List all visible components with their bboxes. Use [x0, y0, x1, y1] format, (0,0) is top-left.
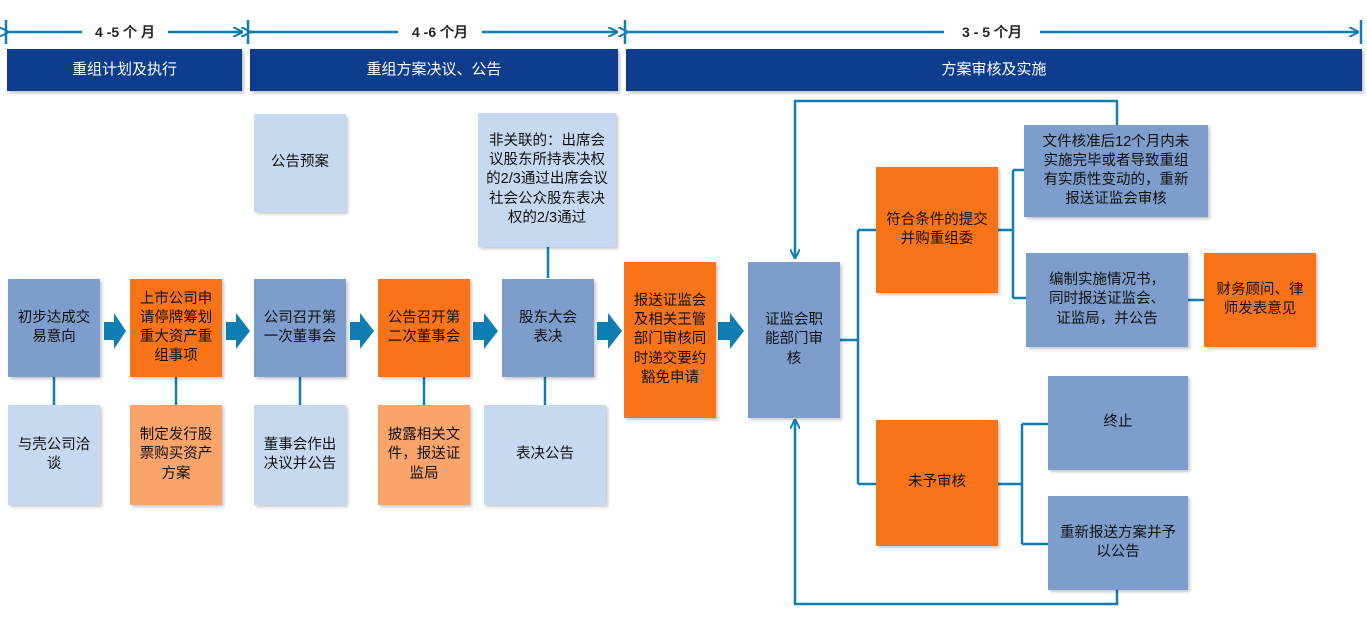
phase-title: 方案审核及实施 [626, 49, 1362, 91]
step-label: 重新报送方案并予以公告 [1060, 524, 1176, 560]
step-resubmit-plan: 重新报送方案并予以公告 [1048, 496, 1188, 590]
phase-duration: 4 -5 个 月 [82, 22, 168, 42]
flow-arrow [104, 313, 126, 349]
step-advisor-opinion: 财务顾问、律师发表意见 [1204, 253, 1316, 347]
phase-title: 重组计划及执行 [7, 49, 242, 91]
step-label: 文件核准后12个月内未实施完毕或者导致重组有实质性变动的，重新报送证监会审核 [1042, 133, 1190, 208]
step-vote-note: 非关联的：出席会议股东所持表决权的2/3通过出席会议社会公众股东表决权的2/3通… [478, 113, 616, 247]
step-label: 编制实施情况书，同时报送证监会、证监局，并公告 [1049, 272, 1165, 327]
step-initial-intent: 初步达成交易意向 [8, 279, 100, 377]
step-label: 公司召开第一次董事会 [263, 309, 337, 345]
step-board-resolution: 董事会作出决议并公告 [254, 405, 346, 505]
step-vote-announce: 表决公告 [484, 405, 606, 505]
flow-arrow [718, 313, 744, 349]
step-label: 非关联的：出席会议股东所持表决权的2/3通过出席会议社会公众股东表决权的2/3通… [486, 133, 608, 226]
step-negotiate-shell: 与壳公司洽谈 [8, 405, 100, 505]
step-label: 股东大会表决 [519, 309, 577, 345]
step-qualified: 符合条件的提交并购重组委 [876, 167, 998, 293]
step-label: 证监会职能部门审核 [765, 312, 823, 367]
step-first-board: 公司召开第一次董事会 [254, 279, 346, 377]
step-submit-csrc: 报送证监会及相关王管部门审核同时递交要约豁免申请 [624, 262, 716, 418]
step-label: 公告预案 [271, 154, 329, 171]
step-announce-plan: 公告预案 [254, 114, 346, 212]
flow-arrow [597, 313, 622, 349]
step-label: 报送证监会及相关王管部门审核同时递交要约豁免申请 [633, 293, 707, 386]
step-draft-plan: 制定发行股票购买资产方案 [130, 405, 222, 505]
step-label: 初步达成交易意向 [17, 309, 91, 345]
phase-duration: 4 -6 个月 [398, 22, 482, 42]
step-label: 董事会作出决议并公告 [263, 436, 337, 472]
step-terminate: 终止 [1048, 376, 1188, 470]
step-label: 财务顾问、律师发表意见 [1216, 281, 1304, 317]
flow-arrow [350, 313, 374, 349]
step-shareholder-vote: 股东大会表决 [502, 279, 594, 377]
step-resubmit-note: 文件核准后12个月内未实施完毕或者导致重组有实质性变动的，重新报送证监会审核 [1024, 125, 1208, 217]
phase-duration: 3 - 5 个月 [944, 22, 1040, 42]
step-listed-co-suspend: 上市公司申请停牌筹划重大资产重组事项 [130, 279, 222, 377]
step-label: 披露相关文件，报送证监局 [387, 427, 461, 482]
step-second-board: 公告召开第二次董事会 [378, 279, 470, 377]
flow-arrow [226, 313, 250, 349]
step-disclose-docs: 披露相关文件，报送证监局 [378, 405, 470, 505]
step-csrc-review: 证监会职能部门审核 [748, 262, 840, 418]
step-label: 上市公司申请停牌筹划重大资产重组事项 [139, 290, 213, 365]
step-label: 符合条件的提交并购重组委 [886, 211, 988, 247]
step-label: 与壳公司洽谈 [17, 436, 91, 472]
step-not-reviewed: 未予审核 [876, 420, 998, 546]
step-label: 未予审核 [908, 474, 966, 491]
flow-arrow [473, 313, 498, 349]
step-label: 公告召开第二次董事会 [387, 309, 461, 345]
step-report-impl: 编制实施情况书，同时报送证监会、证监局，并公告 [1026, 253, 1188, 347]
step-label: 表决公告 [516, 446, 574, 463]
step-label: 终止 [1103, 414, 1133, 431]
phase-title: 重组方案决议、公告 [250, 49, 618, 91]
step-label: 制定发行股票购买资产方案 [139, 427, 213, 482]
